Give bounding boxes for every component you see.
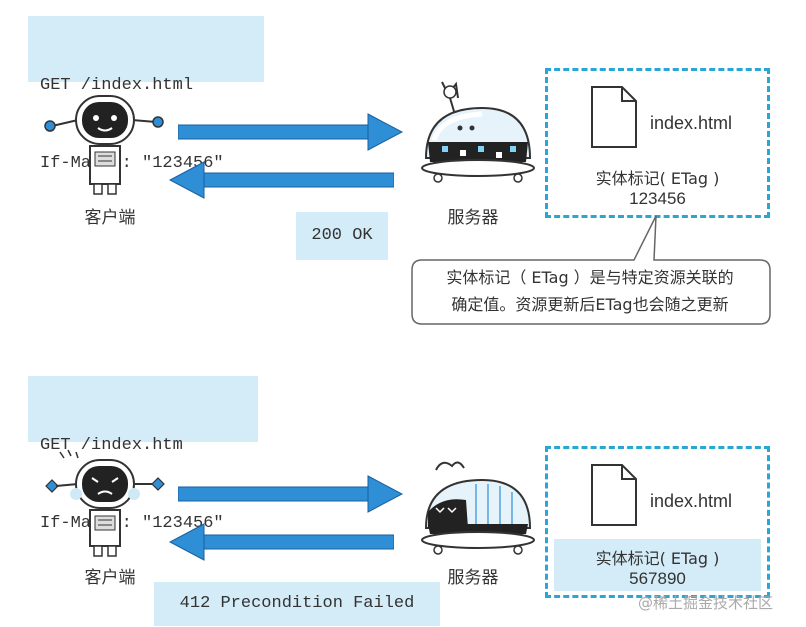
bottom-resource-box: index.html 实体标记( ETag ) 567890 xyxy=(545,446,770,598)
bottom-file-name: index.html xyxy=(650,491,733,511)
top-request-arrow-icon xyxy=(178,113,404,151)
note-line1: 实体标记（ ETag ）是与特定资源关联的 xyxy=(446,268,734,287)
top-client-robot-icon xyxy=(44,95,164,195)
top-server-label: 服务器 xyxy=(447,208,499,228)
watermark: @稀土掘金技术社区 xyxy=(638,594,774,612)
bottom-client-robot-icon xyxy=(45,449,165,557)
top-response-box: 200 OK xyxy=(296,212,388,260)
note-text: 实体标记（ ETag ）是与特定资源关联的 确定值。资源更新后ETag也会随之更… xyxy=(414,264,766,318)
top-resource-box: index.html 实体标记( ETag ) 123456 xyxy=(545,68,770,218)
bottom-response-box: 412 Precondition Failed xyxy=(154,582,440,626)
top-server-robot-icon xyxy=(421,81,535,183)
bottom-request-box: GET /index.htm If-Match: "123456" xyxy=(28,376,258,533)
bottom-response-arrow-icon xyxy=(168,523,394,561)
top-response-arrow-icon xyxy=(168,161,394,199)
bottom-etag-value: 567890 xyxy=(629,569,686,588)
bottom-file-icon xyxy=(591,464,637,526)
top-etag-value: 123456 xyxy=(629,189,686,208)
note-line2: 确定值。资源更新后ETag也会随之更新 xyxy=(451,295,729,314)
top-file-name: index.html xyxy=(650,113,733,133)
bottom-etag-label: 实体标记( ETag ) xyxy=(595,549,720,568)
bottom-server-robot-icon xyxy=(421,461,535,555)
bottom-request-line1: GET /index.htm xyxy=(40,436,183,455)
top-request-line1: GET /index.html xyxy=(40,76,194,95)
top-client-label: 客户端 xyxy=(84,208,136,228)
top-etag-label: 实体标记( ETag ) xyxy=(595,169,720,188)
bottom-client-label: 客户端 xyxy=(84,568,136,588)
top-request-box: GET /index.html If-Match: "123456" xyxy=(28,16,264,173)
bottom-etag-highlight xyxy=(554,539,761,591)
bottom-server-label: 服务器 xyxy=(447,568,499,588)
top-file-icon xyxy=(591,86,637,148)
note-bubble xyxy=(411,215,771,325)
bottom-request-arrow-icon xyxy=(178,475,404,513)
